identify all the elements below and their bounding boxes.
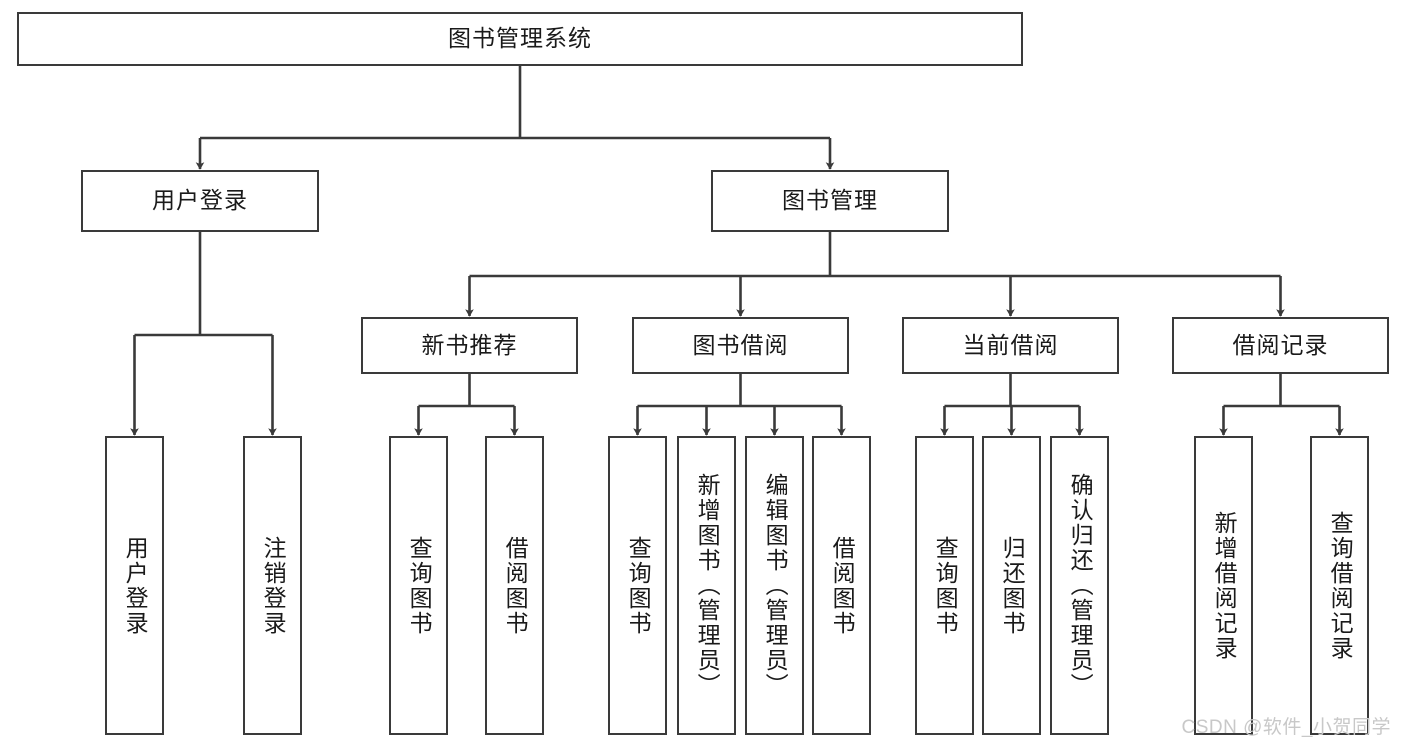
node-label: 图书借阅: [692, 331, 789, 358]
level2-node-1[interactable]: 图书管理: [711, 170, 949, 232]
leaf-node-0[interactable]: 用户登录: [105, 436, 164, 735]
node-label: 图书管理: [782, 187, 878, 214]
node-label: 注销登录: [260, 535, 287, 636]
connector-lines: [130, 66, 1344, 436]
node-label: 借阅图书: [829, 535, 856, 636]
node-label: 编辑图书（管理员）: [762, 473, 789, 698]
node-label: 借阅记录: [1232, 331, 1329, 358]
leaf-node-1[interactable]: 注销登录: [243, 436, 302, 735]
level3-node-1[interactable]: 图书借阅: [632, 317, 849, 374]
node-label: 确认归还（管理员）: [1067, 473, 1094, 698]
node-label: 新增图书（管理员）: [694, 473, 721, 698]
leaf-node-12[interactable]: 查询借阅记录: [1310, 436, 1369, 735]
leaf-node-11[interactable]: 新增借阅记录: [1194, 436, 1253, 735]
leaf-node-10[interactable]: 确认归还（管理员）: [1050, 436, 1109, 735]
level3-node-3[interactable]: 借阅记录: [1172, 317, 1389, 374]
level3-node-2[interactable]: 当前借阅: [902, 317, 1119, 374]
node-label: 新书推荐: [421, 331, 518, 358]
node-label: 查询图书: [406, 535, 433, 636]
node-label: 查询图书: [932, 535, 959, 636]
level2-node-0[interactable]: 用户登录: [81, 170, 319, 232]
node-label: 当前借阅: [962, 331, 1059, 358]
node-label: 查询借阅记录: [1327, 510, 1354, 661]
node-label: 借阅图书: [502, 535, 529, 636]
leaf-node-6[interactable]: 编辑图书（管理员）: [745, 436, 804, 735]
root-node-0[interactable]: 图书管理系统: [17, 12, 1023, 66]
leaf-node-3[interactable]: 借阅图书: [485, 436, 544, 735]
leaf-node-9[interactable]: 归还图书: [982, 436, 1041, 735]
leaf-node-4[interactable]: 查询图书: [608, 436, 667, 735]
node-label: 新增借阅记录: [1211, 510, 1238, 661]
node-label: 用户登录: [122, 535, 149, 636]
level3-node-0[interactable]: 新书推荐: [361, 317, 578, 374]
node-label: 图书管理系统: [448, 25, 592, 52]
leaf-node-2[interactable]: 查询图书: [389, 436, 448, 735]
leaf-node-8[interactable]: 查询图书: [915, 436, 974, 735]
node-label: 归还图书: [999, 535, 1026, 636]
leaf-node-7[interactable]: 借阅图书: [812, 436, 871, 735]
leaf-node-5[interactable]: 新增图书（管理员）: [677, 436, 736, 735]
node-label: 查询图书: [625, 535, 652, 636]
node-label: 用户登录: [152, 187, 248, 214]
